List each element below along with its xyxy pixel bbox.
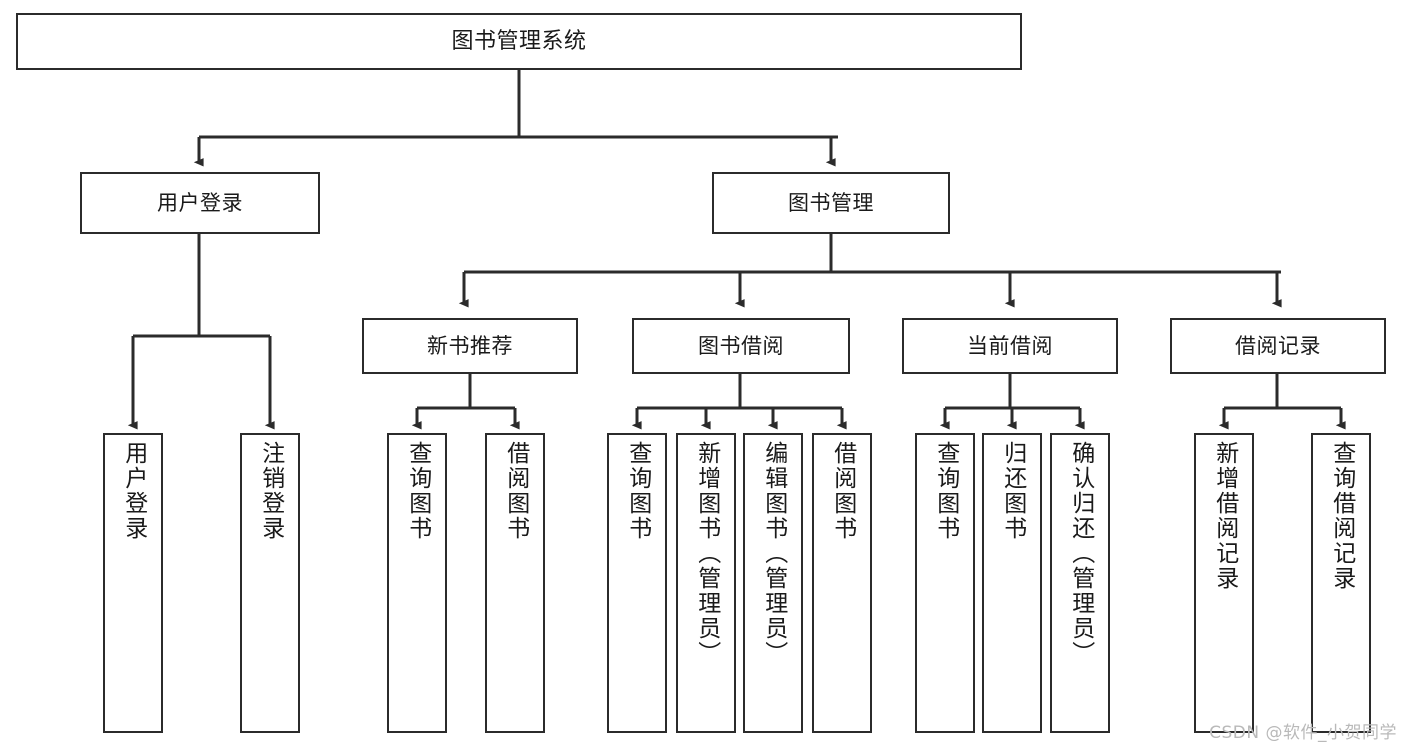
node-label: 图书管理 [788, 190, 874, 215]
leaf-query-book-current[interactable]: 查询图书 [915, 433, 975, 733]
node-root-system[interactable]: 图书管理系统 [16, 13, 1022, 70]
node-label: 当前借阅 [967, 333, 1053, 358]
leaf-add-borrow-record[interactable]: 新增借阅记录 [1194, 433, 1254, 733]
leaf-confirm-return-admin[interactable]: 确认归还（管理员） [1050, 433, 1110, 733]
leaf-borrow-book-recommend[interactable]: 借阅图书 [485, 433, 545, 733]
node-label: 新增借阅记录 [1211, 441, 1238, 591]
node-book-management[interactable]: 图书管理 [712, 172, 950, 234]
node-label: 图书管理系统 [451, 28, 587, 54]
node-label: 借阅图书 [829, 441, 856, 541]
node-borrow-records[interactable]: 借阅记录 [1170, 318, 1386, 374]
node-label: 注销登录 [257, 441, 284, 541]
leaf-borrow-book[interactable]: 借阅图书 [812, 433, 872, 733]
node-label: 新增图书（管理员） [693, 441, 720, 666]
node-label: 借阅记录 [1235, 333, 1321, 358]
node-label: 确认归还（管理员） [1067, 441, 1094, 666]
leaf-logout[interactable]: 注销登录 [240, 433, 300, 733]
node-user-login[interactable]: 用户登录 [80, 172, 320, 234]
node-label: 查询图书 [932, 441, 959, 541]
leaf-query-book-recommend[interactable]: 查询图书 [387, 433, 447, 733]
node-label: 图书借阅 [698, 333, 784, 358]
leaf-edit-book-admin[interactable]: 编辑图书（管理员） [743, 433, 803, 733]
leaf-query-book-borrow[interactable]: 查询图书 [607, 433, 667, 733]
leaf-user-login[interactable]: 用户登录 [103, 433, 163, 733]
node-label: 查询图书 [404, 441, 431, 541]
leaf-query-borrow-record[interactable]: 查询借阅记录 [1311, 433, 1371, 733]
leaf-add-book-admin[interactable]: 新增图书（管理员） [676, 433, 736, 733]
node-label: 用户登录 [120, 441, 147, 541]
node-label: 归还图书 [999, 441, 1026, 541]
node-label: 查询借阅记录 [1328, 441, 1355, 591]
node-label: 用户登录 [157, 190, 243, 215]
node-label: 新书推荐 [427, 333, 513, 358]
node-book-borrow[interactable]: 图书借阅 [632, 318, 850, 374]
node-label: 借阅图书 [502, 441, 529, 541]
node-label: 编辑图书（管理员） [760, 441, 787, 666]
node-new-book-recommend[interactable]: 新书推荐 [362, 318, 578, 374]
csdn-watermark: CSDN @软件_小贺同学 [1209, 723, 1397, 743]
node-current-borrow[interactable]: 当前借阅 [902, 318, 1118, 374]
leaf-return-book[interactable]: 归还图书 [982, 433, 1042, 733]
node-label: 查询图书 [624, 441, 651, 541]
